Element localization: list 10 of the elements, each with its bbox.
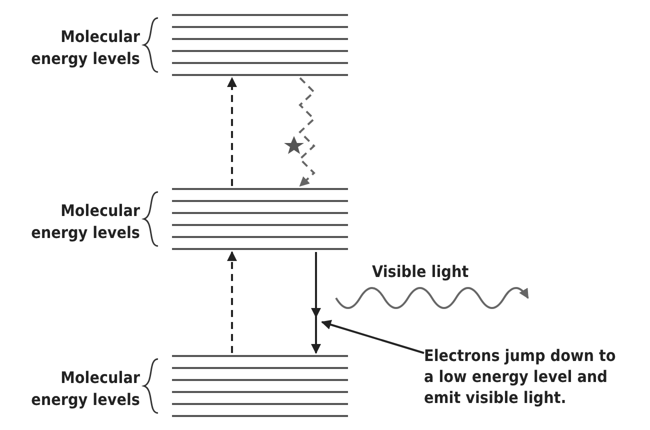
leader-line [321,320,424,354]
annotation-text: Electrons jump down to a low energy level and emit visible light. [424,345,624,415]
level-label: Molecular energy levels [30,367,140,411]
arrow [311,252,321,354]
level-label: Molecular energy levels [30,200,140,244]
dashed-arrow [227,251,237,353]
level-label: Molecular energy levels [30,26,140,70]
dashed-arrow [227,77,237,186]
light-label: Visible light [372,262,469,282]
wavy-arrow [298,77,316,187]
